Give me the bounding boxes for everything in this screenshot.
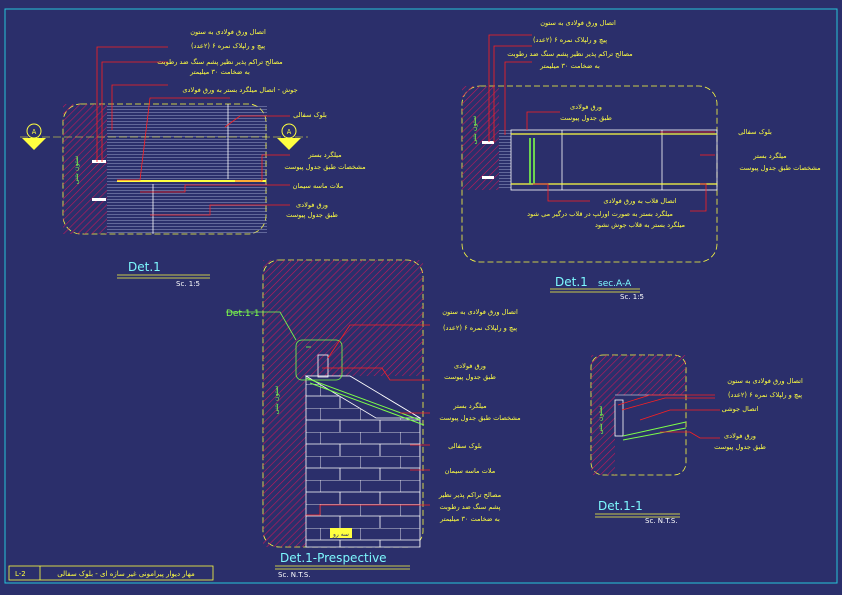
persp-label: اتصال ورق فولادی به ستون [442,308,518,316]
persp-label: به ضخامت ۳۰ میلیمتر [439,515,500,523]
title-block: L-2 مهار دیوار پیرامونی غیر سازه ای - بل… [8,565,214,581]
persp-callout-ring [295,339,343,381]
det1-label: به ضخامت ۳۰ میلیمتر [189,68,250,76]
det1-sec-label: مشخصات طبق جدول پیوست [739,164,820,172]
persp-label: ملات ماسه سیمان [445,467,496,475]
det1-plan: ستون بتنی A A اتصال ورق فولادی به ستون پ… [20,28,366,288]
det11-column-side [591,395,615,475]
det11-label: ورق فولادی [724,432,756,440]
persp-label: مصالح تراکم پذیر نظیر [438,491,501,499]
persp-label: پیچ و رلپلاک نمره ۶ (۲عدد) [443,324,517,332]
det1-sec-concrete-column [462,86,499,190]
persp-steel-plate [317,354,329,378]
det1-label: ملات ماسه سیمان [293,182,344,190]
persp-label: مشخصات طبق جدول پیوست [439,414,520,422]
persp-label: پشم سنگ ضد رطوبت [439,502,500,511]
det1-sec-label: اتصال قلاب به ورق فولادی [603,197,676,205]
svg-text:A: A [32,128,37,136]
det1-concrete-column [63,104,107,234]
det1-column-label: ستون بتنی [72,156,80,185]
svg-text:A: A [287,128,292,136]
det1-label: طبق جدول پیوست [286,211,338,219]
det1-sec-label: به ضخامت ۳۰ میلیمتر [539,62,600,70]
section-marker-right: A [277,123,301,150]
det11-rebar [622,421,687,437]
det1-sec-title: Det.1 [555,275,588,289]
det1-sec-scale: Sc. 1:5 [620,293,644,301]
det1-sec-label: پیچ و رلپلاک نمره ۶ (۲عدد) [533,36,607,44]
title-block-code: L-2 [15,570,26,578]
svg-text:سه رو: سه رو [332,531,349,538]
det1-section: ستون بتنی اتصال ورق فولادی به ستون پیچ و… [461,19,821,301]
det1-label: جوش - اتصال میلگرد بستر به ورق فولادی [182,86,297,94]
det11-scale: Sc. N.T.S. [645,517,678,525]
persp-title: Det.1-Prespective [280,551,387,565]
persp-column-top [263,260,423,376]
det11-column-label: ستون بتنی [596,406,604,435]
det1-anchor-bolt [92,198,106,201]
det1-perspective: Det.1-1 ستون بتنی سه رو اتصال ورق فولادی… [226,259,521,579]
det1-sec-label: میلگرد بستر [752,152,786,160]
det1-sec-label: میلگرد بستر به صورت اورلپ در قلاب درگیر … [527,210,673,218]
persp-label: بلوک سفالی [448,442,482,450]
persp-label: طبق جدول پیوست [444,373,496,381]
persp-label: میلگرد بستر [452,402,486,410]
det1-label: مصالح تراکم پذیر نظیر پشم سنگ ضد رطوبت [157,57,282,66]
det1-title: Det.1 [128,260,161,274]
det1-sec-label: طبق جدول پیوست [560,114,612,122]
det11-label: اتصال ورق فولادی به ستون [727,377,803,385]
det1-block-lower [117,184,267,234]
det1-sec-label: ورق فولادی [570,103,602,111]
det1-label: مشخصات طبق جدول پیوست [284,163,365,171]
det1-label: بلوک سفالی [293,111,327,119]
title-block-text: مهار دیوار پیرامونی غیر سازه ای - بلوک س… [57,570,195,578]
det11-column-top [591,355,686,395]
det1-sec-label: مصالح تراکم پذیر نظیر پشم سنگ ضد رطوبت [507,49,632,58]
det1-label: ورق فولادی [296,201,328,209]
det1-insulation [107,104,117,234]
det1-sec-wall [510,129,718,191]
persp-callout-label: Det.1-1 [226,309,260,319]
det1-sec-subtitle: sec.A-A [598,279,632,289]
det1-label: پیچ و رلپلاک نمره ۶ (۲عدد) [191,42,265,50]
det1-1: ستون بتنی اتصال ورق فولادی به ستون پیچ و… [590,354,803,525]
det1-sec-column-label: ستون بتنی [470,116,478,145]
det1-label: اتصال ورق فولادی به ستون [190,28,266,36]
det1-anchor-bolt [92,160,106,163]
det11-label: طبق جدول پیوست [714,443,766,451]
persp-column-side [263,376,306,547]
det11-label: اتصال جوشی [722,405,759,413]
det1-label: میلگرد بستر [307,151,341,159]
section-marker-left: A [22,123,46,150]
det11-label: پیچ و رلپلاک نمره ۶ (۲عدد) [728,391,802,399]
sheet-border [4,8,838,584]
det1-sec-label: میلگرد بستر به قلاب جوش نشود [595,221,685,229]
persp-tag [330,528,352,538]
persp-column-label: ستون بتنی [272,386,280,415]
det1-block-upper [117,104,267,179]
det1-sec-insulation [499,130,511,190]
persp-label: ورق فولادی [454,362,486,370]
det1-sec-label: بلوک سفالی [738,128,772,136]
det11-title: Det.1-1 [598,499,643,513]
persp-scale: Sc. N.T.S. [278,571,311,579]
det1-sec-label: اتصال ورق فولادی به ستون [540,19,616,27]
det11-steel-plate [614,399,624,437]
det1-scale: Sc. 1:5 [176,280,200,288]
